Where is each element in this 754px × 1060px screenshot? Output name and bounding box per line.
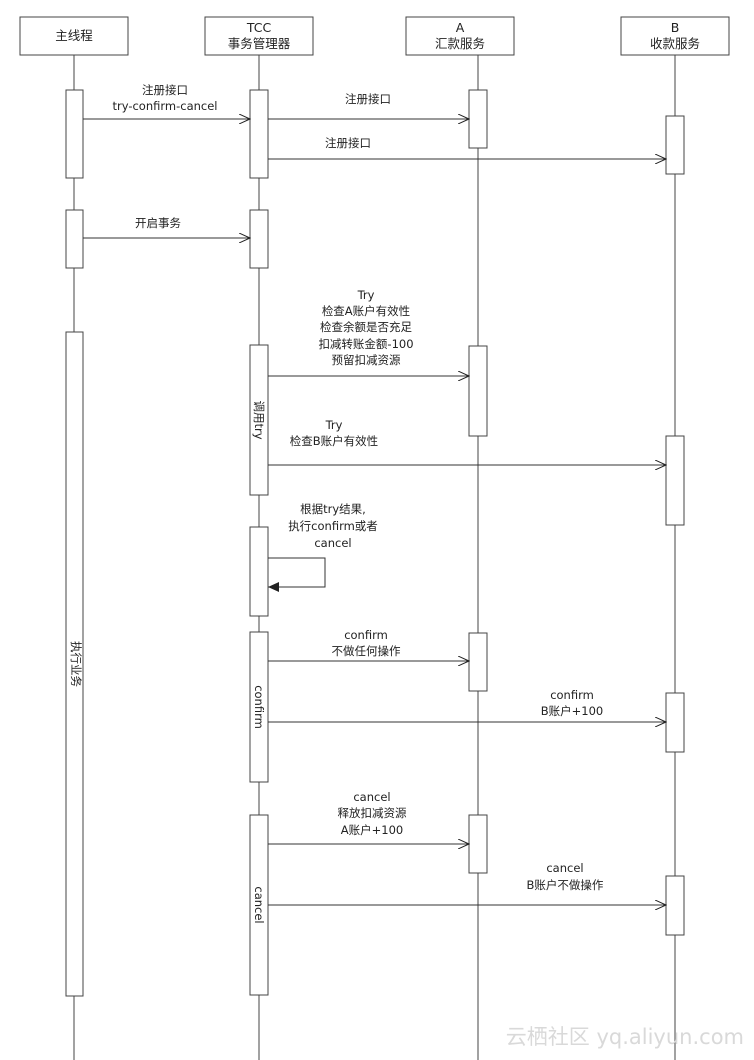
participant-a-box (405, 16, 515, 56)
participant-b-label-line2: 收款服务 (650, 36, 700, 51)
msg-register-a-line1: 注册接口 (345, 92, 391, 106)
msg-confirm-a-line1: confirm (344, 628, 388, 642)
activation-tcc-begin (249, 209, 269, 269)
activation-main-execute (65, 331, 84, 997)
msg-self-decide-line1: 根据try结果, (300, 502, 366, 516)
msg-try-a-line1: Try (357, 288, 375, 302)
activation-tcc-try (249, 344, 269, 496)
activation-label-confirm: confirm (252, 685, 266, 729)
msg-begin-tx-line1: 开启事务 (135, 216, 181, 230)
activation-main-begin (65, 209, 84, 269)
msg-cancel-b-line1: cancel (546, 861, 583, 875)
participant-tcc-label-line1: TCC (246, 20, 272, 35)
participant-b-box (620, 16, 730, 56)
participant-b-label-line1: B (671, 20, 680, 35)
msg-cancel-b-line2: B账户不做操作 (527, 878, 604, 892)
participant-a: A 汇款服务 (405, 16, 515, 56)
activation-b-confirm (665, 692, 685, 753)
activation-a-try (468, 345, 488, 437)
activation-label-execute: 执行业务 (69, 641, 83, 687)
msg-confirm-b-line2: B账户+100 (541, 704, 603, 718)
participant-b: B 收款服务 (620, 16, 730, 56)
msg-try-a-line2: 检查A账户有效性 (322, 304, 410, 318)
participant-tcc: TCC 事务管理器 (204, 16, 314, 56)
activation-a-cancel (468, 814, 488, 874)
participant-tcc-label-line2: 事务管理器 (228, 36, 291, 51)
activation-main-register (65, 89, 84, 179)
msg-cancel-a-line2: 释放扣减资源 (338, 806, 407, 820)
message-labels: 注册接口 try-confirm-cancel 注册接口 注册接口 开启事务 T… (112, 83, 603, 892)
participant-main: 主线程 (19, 16, 129, 56)
participant-a-label-line1: A (456, 20, 465, 35)
activation-b-try (665, 435, 685, 526)
activation-a-confirm (468, 632, 488, 692)
msg-confirm-b-line1: confirm (550, 688, 594, 702)
msg-register-b-line1: 注册接口 (325, 136, 371, 150)
activation-a-register (468, 89, 488, 149)
msg-register-tcc-line1: 注册接口 (142, 83, 188, 97)
msg-try-a-line5: 预留扣减资源 (332, 353, 401, 367)
msg-try-a-line4: 扣减转账金额-100 (318, 337, 413, 351)
activation-bars (65, 89, 685, 997)
msg-self-decide-line3: cancel (314, 536, 351, 550)
msg-cancel-a-line1: cancel (353, 790, 390, 804)
activation-labels: 执行业务 调用try confirm cancel (69, 400, 266, 923)
participant-a-label-line2: 汇款服务 (435, 36, 485, 51)
activation-b-cancel (665, 875, 685, 936)
participant-tcc-box (204, 16, 314, 56)
message-arrows (83, 119, 666, 905)
activation-label-try: 调用try (252, 400, 266, 439)
activation-tcc-register (249, 89, 269, 179)
lifelines (73, 55, 676, 1060)
msg-confirm-a-line2: 不做任何操作 (332, 644, 401, 658)
activation-tcc-decide (249, 526, 269, 617)
participant-main-label: 主线程 (55, 28, 93, 43)
msg-cancel-a-line3: A账户+100 (341, 823, 403, 837)
activation-b-register (665, 115, 685, 175)
watermark: 云栖社区 yq.aliyun.com (506, 1025, 744, 1049)
arrow-self-decide (268, 557, 326, 592)
msg-try-a-line3: 检查余额是否充足 (320, 320, 412, 334)
participant-main-box (19, 16, 129, 56)
activation-tcc-confirm (249, 631, 269, 783)
msg-try-b-line2: 检查B账户有效性 (290, 434, 378, 448)
msg-try-b-line1: Try (325, 418, 343, 432)
activation-label-cancel: cancel (252, 886, 266, 923)
msg-self-decide-line2: 执行confirm或者 (288, 519, 378, 533)
msg-register-tcc-line2: try-confirm-cancel (112, 99, 217, 113)
